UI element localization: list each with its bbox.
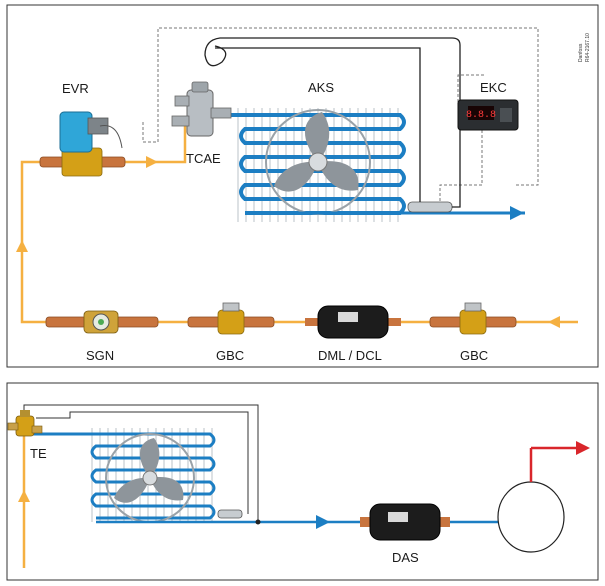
ball-valve-icon [429, 302, 517, 335]
label-evr: EVR [62, 81, 89, 96]
top-panel-frame [6, 4, 599, 368]
evaporator-icon [30, 428, 216, 522]
fan-icon [105, 433, 195, 523]
capillary-tube [23, 404, 259, 522]
flow-arrow [16, 240, 28, 252]
flow-arrow [548, 316, 560, 328]
controller-display: 8.8.8 [466, 110, 496, 121]
label-aks: AKS [308, 80, 334, 95]
bottom-panel: TE DAS [6, 382, 599, 581]
filter-drier-icon [305, 305, 401, 339]
filter-drier-icon [360, 503, 450, 541]
temperature-sensor-icon [407, 201, 453, 213]
label-das: DAS [392, 550, 419, 565]
label-dml-dcl: DML / DCL [318, 348, 382, 363]
label-gbc-right: GBC [460, 348, 488, 363]
sight-glass-icon [45, 310, 159, 334]
label-gbc-left: GBC [216, 348, 244, 363]
fan-icon [265, 109, 371, 215]
expansion-valve-icon [7, 410, 43, 437]
compressor-icon [497, 441, 590, 553]
label-sgn: SGN [86, 348, 114, 363]
suction-line [245, 206, 525, 220]
temperature-sensor-icon [217, 509, 243, 519]
label-ekc: EKC [480, 80, 507, 95]
label-tcae: TCAE [186, 151, 221, 166]
liquid-line [20, 120, 578, 324]
expansion-valve-icon [171, 81, 232, 137]
liquid-line [18, 432, 30, 568]
controller-icon [457, 99, 519, 131]
flow-arrow [146, 156, 158, 168]
bottom-panel-frame [6, 382, 599, 581]
side-code-line1: Danfoss [578, 43, 584, 62]
top-panel: 8.8.8 EVR AKS TCAE EKC [6, 4, 599, 368]
capillary-tube [204, 37, 461, 208]
solenoid-valve-icon [39, 111, 126, 177]
ball-valve-icon [187, 302, 275, 335]
side-code-line2: R64-2167.10 [585, 33, 591, 62]
label-te: TE [30, 446, 47, 461]
